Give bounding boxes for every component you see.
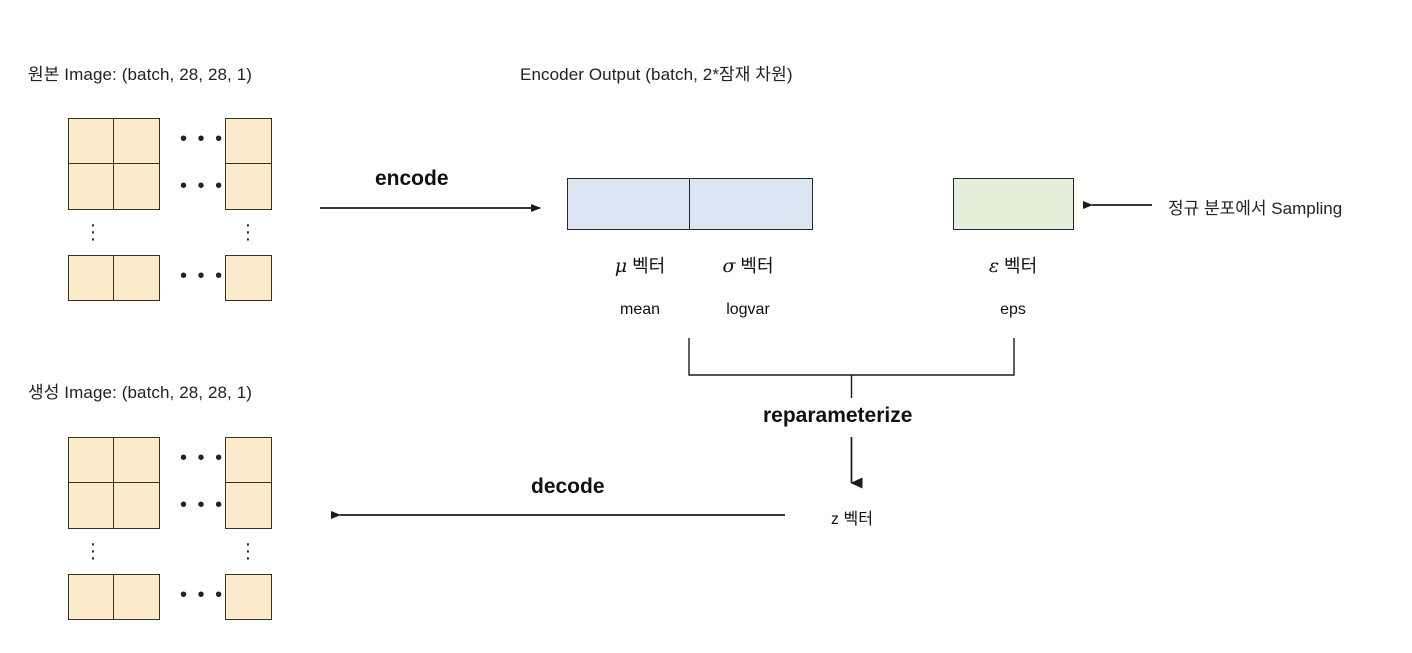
dot: · <box>89 540 97 562</box>
encoder-output-box <box>567 178 813 230</box>
epsilon-symbol: ε <box>988 255 1000 277</box>
sigma-symbol: σ <box>722 255 736 277</box>
pixel-cell <box>114 256 159 300</box>
pixel-cell <box>114 438 159 483</box>
mu-symbol: μ <box>614 255 628 277</box>
pixel-cell <box>69 438 114 483</box>
epsilon-vector-label: ε 벡터 <box>973 252 1053 278</box>
sigma-vector-label: σ 벡터 <box>708 252 788 278</box>
dot: · <box>89 221 97 243</box>
eps-code-label: eps <box>1000 301 1026 318</box>
pixel-cell <box>114 483 159 528</box>
ellipsis-vertical: · · · <box>86 533 100 569</box>
dot: · <box>89 228 97 250</box>
epsilon-box <box>953 178 1074 230</box>
original-image-caption: 원본 Image: (batch, 28, 28, 1) <box>28 65 253 84</box>
original-image-block-bottom-left <box>68 255 160 301</box>
dot: · <box>89 533 97 555</box>
dot: · <box>244 540 252 562</box>
dot: · <box>89 547 97 569</box>
encode-label: encode <box>375 167 449 190</box>
pixel-cell <box>114 164 159 209</box>
decode-label: decode <box>531 475 605 498</box>
generated-image-block-bottom-left <box>68 574 160 620</box>
ellipsis-horizontal: • • • <box>180 128 225 150</box>
pixel-cell <box>226 575 271 619</box>
logvar-code-label: logvar <box>726 301 770 318</box>
dot: · <box>244 221 252 243</box>
pixel-cell <box>226 438 271 483</box>
ellipsis-horizontal: • • • <box>180 265 225 287</box>
encoder-output-caption: Encoder Output (batch, 2*잠재 차원) <box>520 65 793 84</box>
reparameterize-label: reparameterize <box>763 404 913 427</box>
pixel-cell <box>69 119 114 164</box>
generated-image-block-bottom-right <box>225 574 272 620</box>
dot: · <box>244 228 252 250</box>
dot: · <box>244 547 252 569</box>
ellipsis-vertical: · · · <box>241 533 255 569</box>
original-image-block-top-right <box>225 118 272 210</box>
pixel-cell <box>69 164 114 209</box>
dot: · <box>89 214 97 236</box>
mu-suffix: 벡터 <box>627 256 666 276</box>
sigma-segment <box>690 179 812 229</box>
pixel-cell <box>226 164 271 209</box>
pixel-cell <box>69 256 114 300</box>
ellipsis-horizontal: • • • <box>180 175 225 197</box>
mu-vector-label: μ 벡터 <box>600 252 680 278</box>
pixel-cell <box>226 119 271 164</box>
pixel-cell <box>114 119 159 164</box>
original-image-block-top-left <box>68 118 160 210</box>
ellipsis-vertical: · · · <box>241 214 255 250</box>
pixel-cell <box>114 575 159 619</box>
pixel-cell <box>69 575 114 619</box>
z-vector-label: z 벡터 <box>831 511 873 528</box>
ellipsis-vertical: · · · <box>86 214 100 250</box>
ellipsis-horizontal: • • • <box>180 447 225 469</box>
pixel-cell <box>226 483 271 528</box>
ellipsis-horizontal: • • • <box>180 494 225 516</box>
pixel-cell <box>69 483 114 528</box>
dot: · <box>244 533 252 555</box>
reparameterize-bracket <box>688 338 1015 376</box>
sigma-suffix: 벡터 <box>735 256 774 276</box>
mu-segment <box>568 179 690 229</box>
original-image-block-bottom-right <box>225 255 272 301</box>
dot: · <box>244 214 252 236</box>
sampling-note: 정규 분포에서 Sampling <box>1168 199 1343 218</box>
generated-image-block-top-left <box>68 437 160 529</box>
mean-code-label: mean <box>619 301 661 318</box>
generated-image-caption: 생성 Image: (batch, 28, 28, 1) <box>28 383 253 402</box>
pixel-cell <box>226 256 271 300</box>
ellipsis-horizontal: • • • <box>180 584 225 606</box>
generated-image-block-top-right <box>225 437 272 529</box>
epsilon-suffix: 벡터 <box>999 256 1038 276</box>
